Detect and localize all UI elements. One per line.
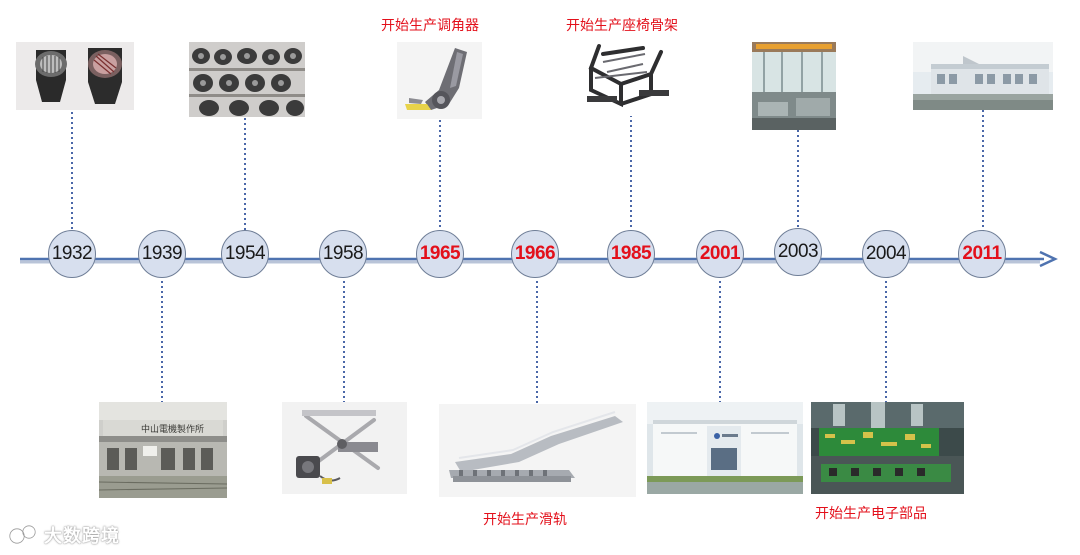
- year-node-1932: 1932: [48, 230, 96, 278]
- photo-1932-horns: [16, 42, 134, 110]
- caption-1966: 开始生产滑轨: [483, 512, 567, 528]
- watermark-logo-icon: [9, 525, 36, 547]
- year-node-1958: 1958: [319, 230, 367, 278]
- timeline-arrowhead: [1039, 250, 1058, 268]
- year-node-1966: 1966: [511, 230, 559, 278]
- year-node-2011: 2011: [958, 230, 1006, 278]
- caption-1965: 开始生产调角器: [381, 18, 479, 34]
- photo-1939-old-factory: 中山電機製作所: [99, 402, 227, 498]
- year-node-1939: 1939: [138, 230, 186, 278]
- watermark: 大数跨境: [8, 522, 120, 548]
- year-node-2003: 2003: [774, 228, 822, 276]
- year-node-1985: 1985: [607, 230, 655, 278]
- caption-2004: 开始生产电子部品: [815, 506, 927, 522]
- watermark-text: 大数跨境: [44, 526, 120, 547]
- photo-2011-building: [913, 42, 1053, 110]
- year-node-1965: 1965: [416, 230, 464, 278]
- photo-1965-recliner: [397, 42, 482, 119]
- year-node-2001: 2001: [696, 230, 744, 278]
- photo-1958-window-regulator: [282, 402, 407, 494]
- photo-2001-factory-exterior: [647, 402, 803, 494]
- photo-1954-parts-shelves: [189, 42, 305, 117]
- photo-1966-slide-rail: [439, 404, 636, 497]
- year-node-1954: 1954: [221, 230, 269, 278]
- photo-1939-signboard-text: 中山電機製作所: [141, 425, 205, 435]
- caption-1985: 开始生产座椅骨架: [566, 18, 678, 34]
- photo-2004-pcb-assembly: [811, 402, 964, 494]
- photo-1985-seat-frame: [583, 38, 683, 116]
- photo-2003-factory-interior: [752, 42, 836, 130]
- year-node-2004: 2004: [862, 230, 910, 278]
